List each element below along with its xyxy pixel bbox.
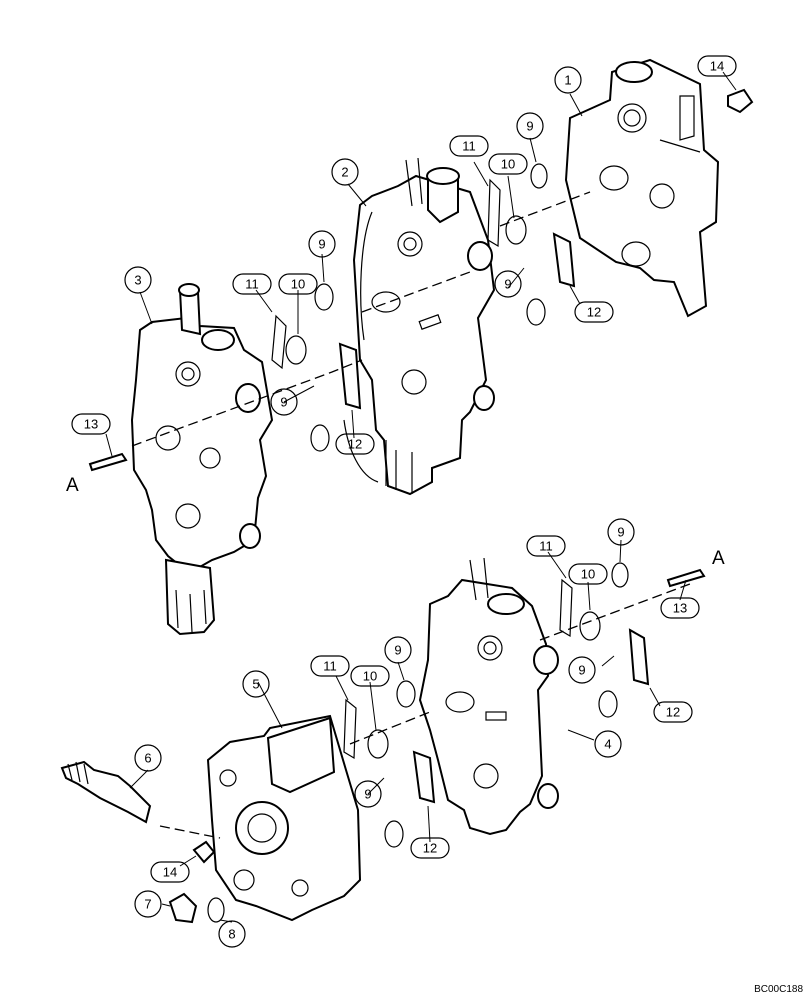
callout-9-label: 9: [394, 643, 401, 658]
callout-9: 9: [607, 518, 635, 546]
assembly-axes: [131, 191, 691, 839]
callout-9: 9: [494, 270, 522, 298]
callout-12: 12: [335, 433, 375, 455]
callout-13-label: 13: [673, 601, 687, 616]
callout-11-label: 11: [462, 139, 476, 154]
callout-11: 11: [310, 655, 350, 677]
valve-section-part-2: [352, 157, 496, 496]
callout-2: 2: [331, 158, 359, 186]
inlet-cover-part-5: [206, 714, 362, 922]
callout-11: 11: [526, 535, 566, 557]
callout-10-label: 10: [291, 277, 305, 292]
callout-9-label: 9: [578, 663, 585, 678]
reference-letter-a: A: [66, 475, 79, 496]
callout-11-label: 11: [245, 277, 259, 292]
callout-12-label: 12: [587, 305, 601, 320]
callout-9: 9: [516, 112, 544, 140]
callout-8: 8: [218, 920, 246, 948]
callout-1-label: 1: [564, 73, 571, 88]
callout-9: 9: [270, 388, 298, 416]
valve-section-part-3: [130, 283, 274, 636]
callout-11: 11: [232, 273, 272, 295]
callout-10: 10: [278, 273, 318, 295]
callout-9-label: 9: [364, 787, 371, 802]
callout-14: 14: [150, 861, 190, 883]
seal-rings: [207, 163, 629, 923]
valve-section-part-4: [418, 557, 559, 836]
callout-12: 12: [574, 301, 614, 323]
callout-7-label: 7: [144, 897, 151, 912]
callout-12: 12: [653, 701, 693, 723]
callout-6-label: 6: [144, 751, 151, 766]
callout-8-label: 8: [228, 927, 235, 942]
callout-14-label: 14: [710, 59, 724, 74]
callout-9: 9: [384, 636, 412, 664]
pins-and-nuts: [88, 88, 754, 864]
callout-12-label: 12: [348, 437, 362, 452]
callout-9-label: 9: [280, 395, 287, 410]
callout-10-label: 10: [581, 567, 595, 582]
callout-9: 9: [308, 230, 336, 258]
callout-5-label: 5: [252, 677, 259, 692]
plug-part-7: [168, 892, 198, 924]
callout-7: 7: [134, 890, 162, 918]
callout-9: 9: [568, 656, 596, 684]
callout-9-label: 9: [526, 119, 533, 134]
callout-10-label: 10: [501, 157, 515, 172]
callout-3-label: 3: [134, 273, 141, 288]
callout-3: 3: [124, 266, 152, 294]
callout-13: 13: [660, 597, 700, 619]
callout-13-label: 13: [84, 417, 98, 432]
callout-9-label: 9: [617, 525, 624, 540]
callout-9-label: 9: [318, 237, 325, 252]
callout-13: 13: [71, 413, 111, 435]
callout-4-label: 4: [604, 737, 611, 752]
callout-12-label: 12: [423, 841, 437, 856]
callout-9-label: 9: [504, 277, 511, 292]
callout-6: 6: [134, 744, 162, 772]
plates: [271, 178, 650, 804]
callout-10-label: 10: [363, 669, 377, 684]
reference-letter-a: A: [712, 548, 725, 569]
callout-5: 5: [242, 670, 270, 698]
callout-2-label: 2: [341, 165, 348, 180]
callout-10: 10: [488, 153, 528, 175]
callout-10: 10: [350, 665, 390, 687]
end-cover-part-1: [564, 58, 720, 318]
callout-9: 9: [354, 780, 382, 808]
relief-valve-part-6: [60, 760, 152, 824]
callout-11-label: 11: [539, 539, 553, 554]
callout-11-label: 11: [323, 659, 337, 674]
callout-1: 1: [554, 66, 582, 94]
leader-lines: [105, 71, 737, 923]
callout-4: 4: [594, 730, 622, 758]
callout-11: 11: [449, 135, 489, 157]
callout-14: 14: [697, 55, 737, 77]
callout-12-label: 12: [666, 705, 680, 720]
callout-10: 10: [568, 563, 608, 585]
callout-14-label: 14: [163, 865, 177, 880]
callout-12: 12: [410, 837, 450, 859]
figure-code: BC00C188: [754, 984, 803, 995]
